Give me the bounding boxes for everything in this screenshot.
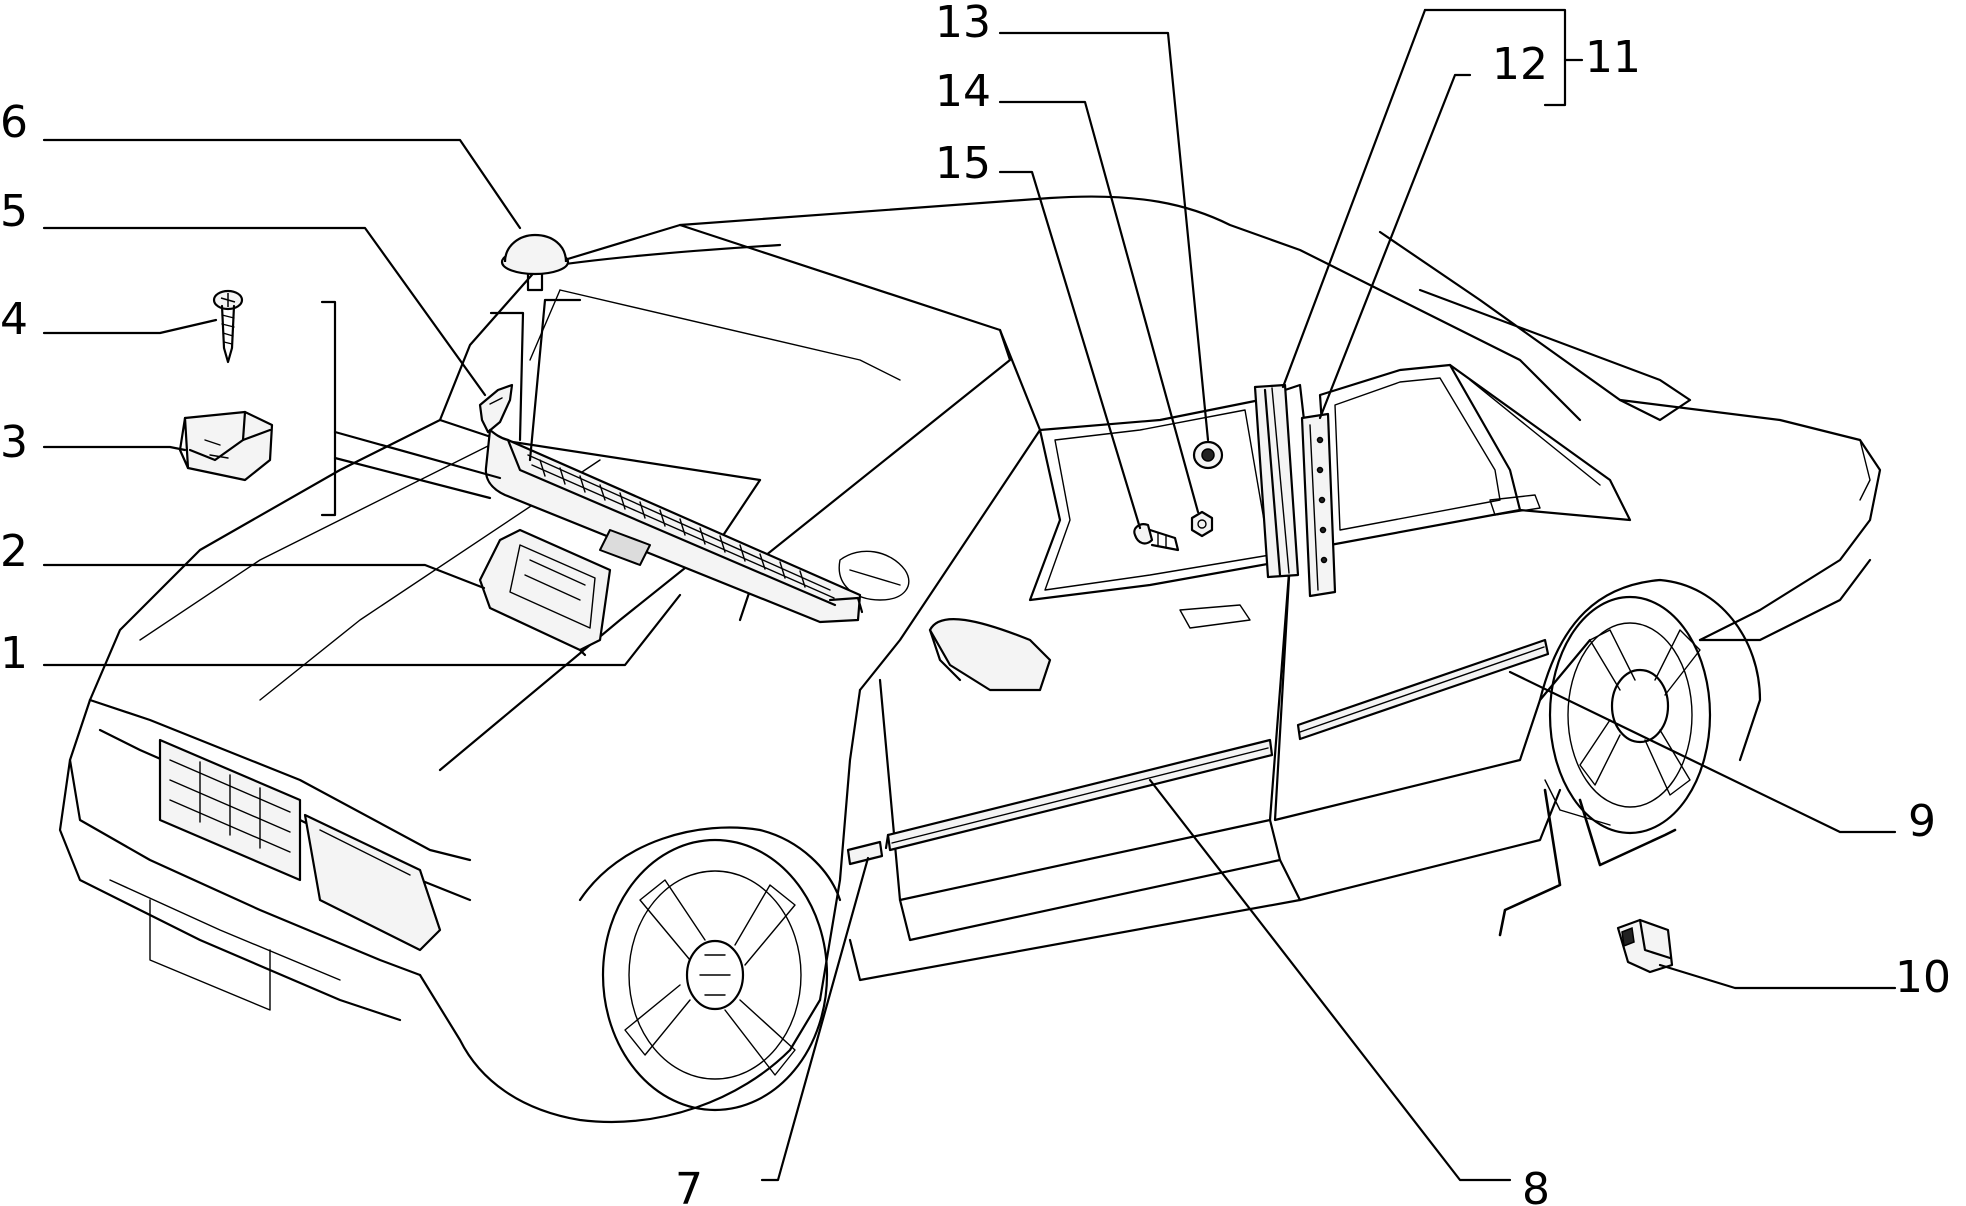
part-4-screw (212, 289, 244, 364)
callout-11: 11 (1585, 32, 1641, 83)
callout-14: 14 (935, 66, 991, 117)
callout-8: 8 (1522, 1164, 1550, 1206)
part-5-clip (478, 383, 514, 434)
callout-13: 13 (935, 0, 991, 48)
callout-9: 9 (1908, 796, 1936, 847)
part-9-door-moulding (1296, 638, 1550, 741)
callout-15: 15 (935, 138, 991, 189)
callout-4: 4 (0, 294, 28, 345)
part-1-cowl-panel (484, 428, 864, 624)
callout-12: 12 (1492, 39, 1548, 90)
part-6-cap (500, 233, 570, 292)
part-12-pillar-trim (1300, 412, 1337, 598)
callout-6: 6 (0, 97, 28, 148)
callout-10: 10 (1895, 952, 1951, 1003)
callout-5: 5 (0, 186, 28, 237)
part-11-pillar-trim (1253, 383, 1300, 579)
part-3-clip (178, 410, 274, 482)
parts (178, 233, 1674, 974)
part-2-panel (478, 528, 612, 657)
part-14-nut (1190, 510, 1214, 538)
part-13-grommet (1192, 440, 1224, 470)
car-body (58, 195, 1882, 1124)
part-7-fender-moulding (846, 840, 884, 866)
part-15-clip (1133, 523, 1180, 552)
callout-1: 1 (0, 628, 28, 679)
callout-2: 2 (0, 526, 28, 577)
callout-7: 7 (675, 1164, 703, 1206)
part-10-clip (1616, 918, 1674, 974)
callout-3: 3 (0, 417, 28, 468)
part-8-door-moulding (884, 738, 1274, 852)
leader-lines (42, 8, 1897, 1182)
